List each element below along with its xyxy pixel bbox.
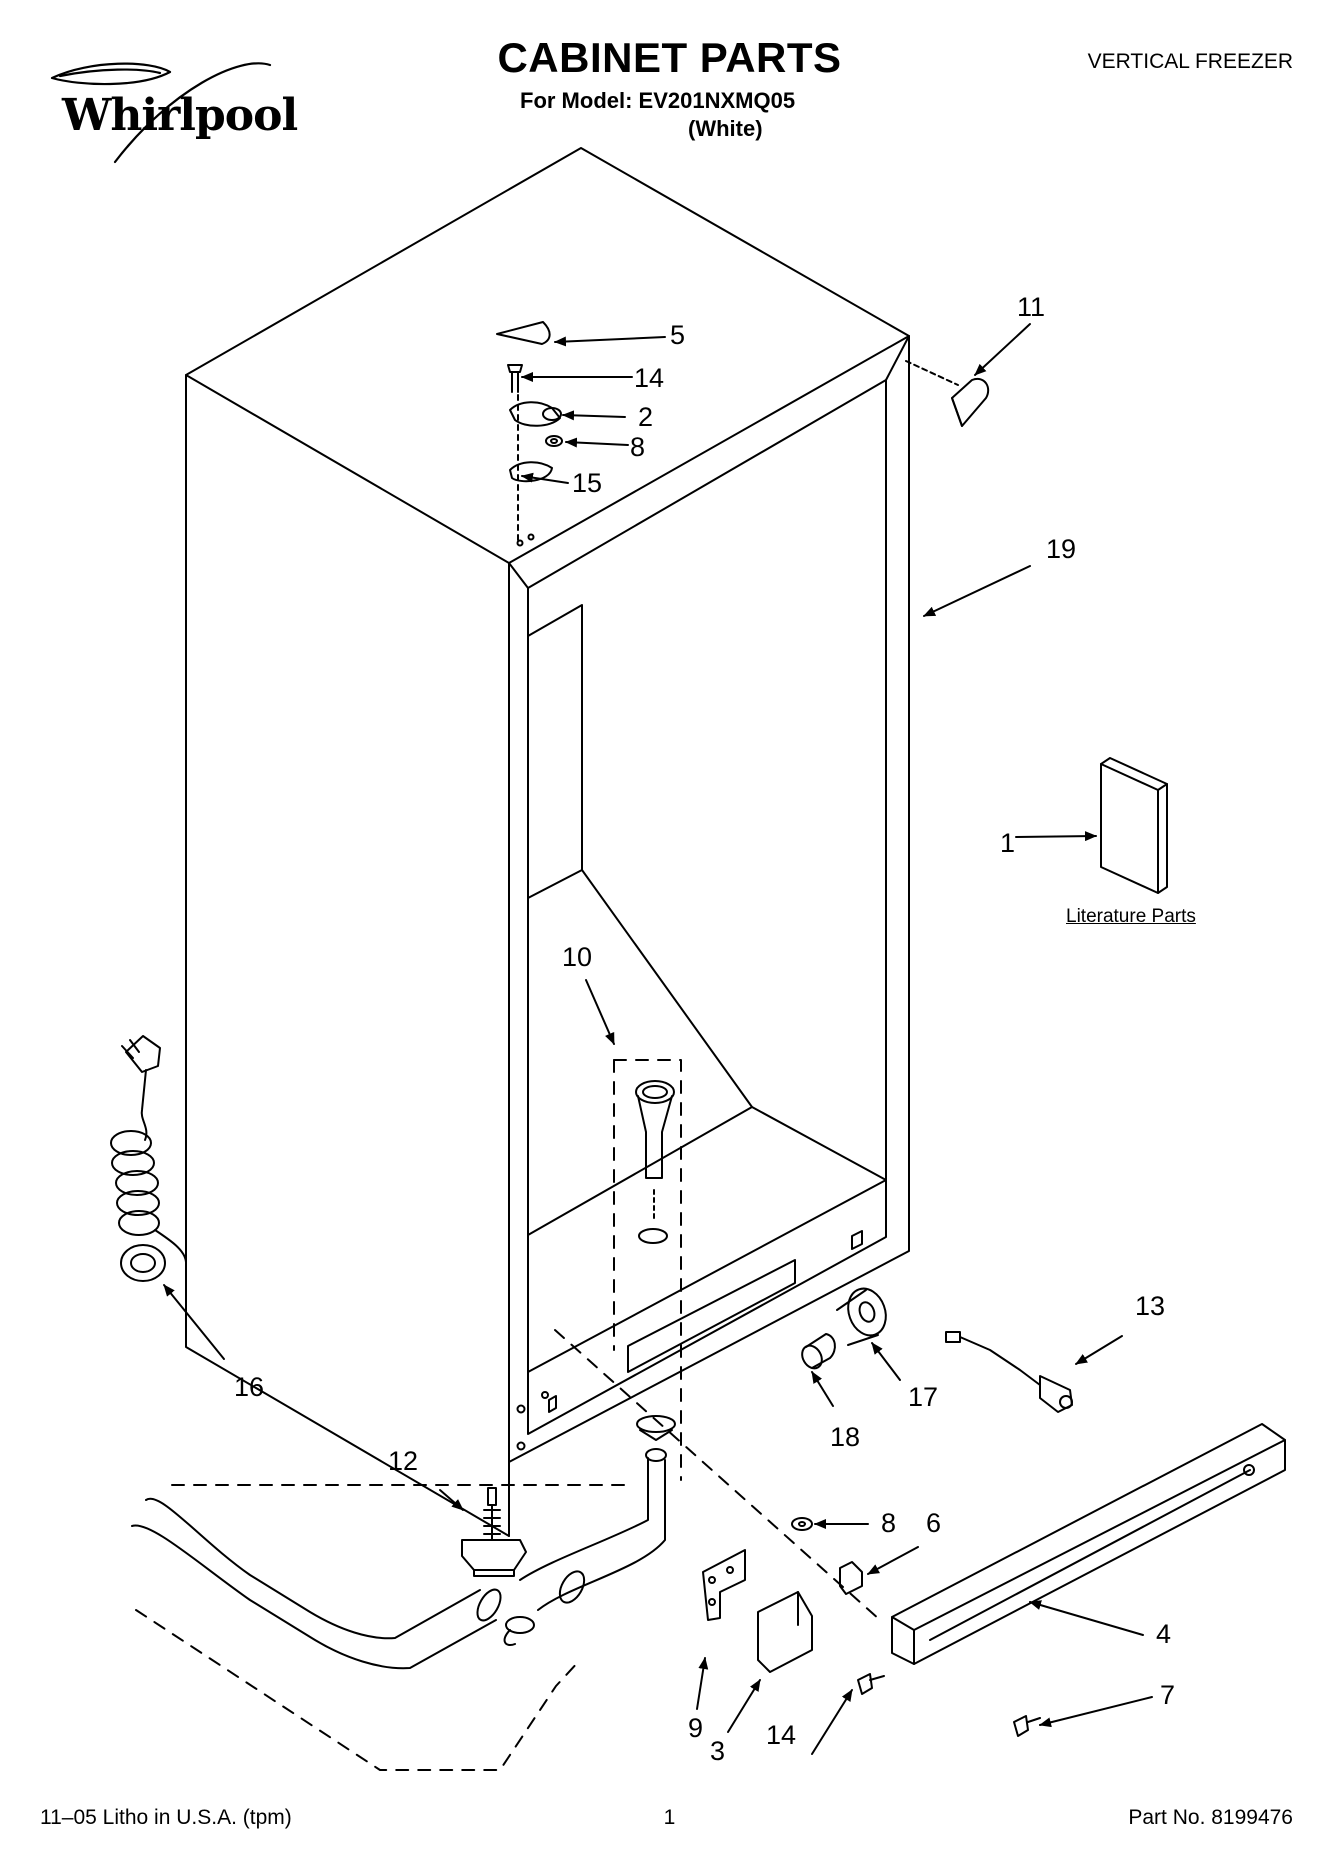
leveling-leg-icon <box>461 1487 527 1577</box>
bracket-icon <box>702 1549 746 1621</box>
roller-icon <box>836 1287 887 1346</box>
callout-14-top: 14 <box>634 363 665 393</box>
hinge-screw-icon <box>507 364 523 393</box>
callout-8-bottom: 8 <box>881 1508 897 1538</box>
clip-icon <box>839 1561 863 1595</box>
callout-18: 18 <box>830 1422 861 1452</box>
washer-icon <box>545 435 563 447</box>
page-title: CABINET PARTS <box>497 34 842 81</box>
washer-icon <box>791 1517 813 1531</box>
whirlpool-logo: Whirlpool <box>62 90 298 141</box>
callout-leaders <box>163 323 1153 1755</box>
model-line: For Model: EV201NXMQ05 <box>520 88 796 113</box>
callout-3: 3 <box>710 1736 726 1766</box>
footer-print-info: 11–05 Litho in U.S.A. (tpm) <box>40 1806 292 1829</box>
page-number: 1 <box>663 1806 676 1829</box>
kick-plate-icon <box>891 1423 1286 1665</box>
callout-9: 9 <box>688 1713 704 1743</box>
callout-12: 12 <box>388 1446 419 1476</box>
hose-clamp-icon <box>505 1616 535 1634</box>
callout-1: 1 <box>1000 828 1016 858</box>
screw-icon-2 <box>1013 1715 1041 1737</box>
callout-13: 13 <box>1135 1291 1166 1321</box>
callout-10: 10 <box>562 942 593 972</box>
callout-16: 16 <box>234 1372 265 1402</box>
mounting-bracket-icon <box>757 1591 813 1673</box>
callout-6: 6 <box>926 1508 942 1538</box>
callout-17: 17 <box>908 1382 939 1412</box>
hinge-pin-icon <box>542 407 562 421</box>
door-stop-icon <box>905 360 990 427</box>
cabinet-body <box>185 147 910 1537</box>
callout-8-top: 8 <box>630 432 646 462</box>
screw-icon <box>857 1673 885 1695</box>
literature-parts-label: Literature Parts <box>1066 906 1196 927</box>
callout-14-bottom: 14 <box>766 1720 797 1750</box>
thermostat-cord-icon <box>945 1331 1073 1413</box>
callout-15: 15 <box>572 468 603 498</box>
callout-19: 19 <box>1046 534 1077 564</box>
category-label: VERTICAL FREEZER <box>1087 50 1293 73</box>
power-cord-icon <box>110 1035 187 1282</box>
drain-hose-icon <box>131 1329 881 1771</box>
roller-pin-icon <box>801 1333 836 1370</box>
drain-tube-icon <box>613 1059 682 1481</box>
callout-2: 2 <box>638 402 654 432</box>
part-number: Part No. 8199476 <box>1128 1806 1293 1829</box>
callout-4: 4 <box>1156 1619 1172 1649</box>
small-hardware <box>702 1517 1041 1737</box>
logo-swoosh <box>50 62 272 164</box>
top-hinge-assembly <box>496 321 563 547</box>
callout-11: 11 <box>1017 292 1046 322</box>
hinge-cover-icon <box>496 321 551 345</box>
color-line: (White) <box>688 116 763 141</box>
literature-book-icon <box>1100 757 1168 894</box>
callout-7: 7 <box>1160 1680 1176 1710</box>
callout-5: 5 <box>670 320 686 350</box>
